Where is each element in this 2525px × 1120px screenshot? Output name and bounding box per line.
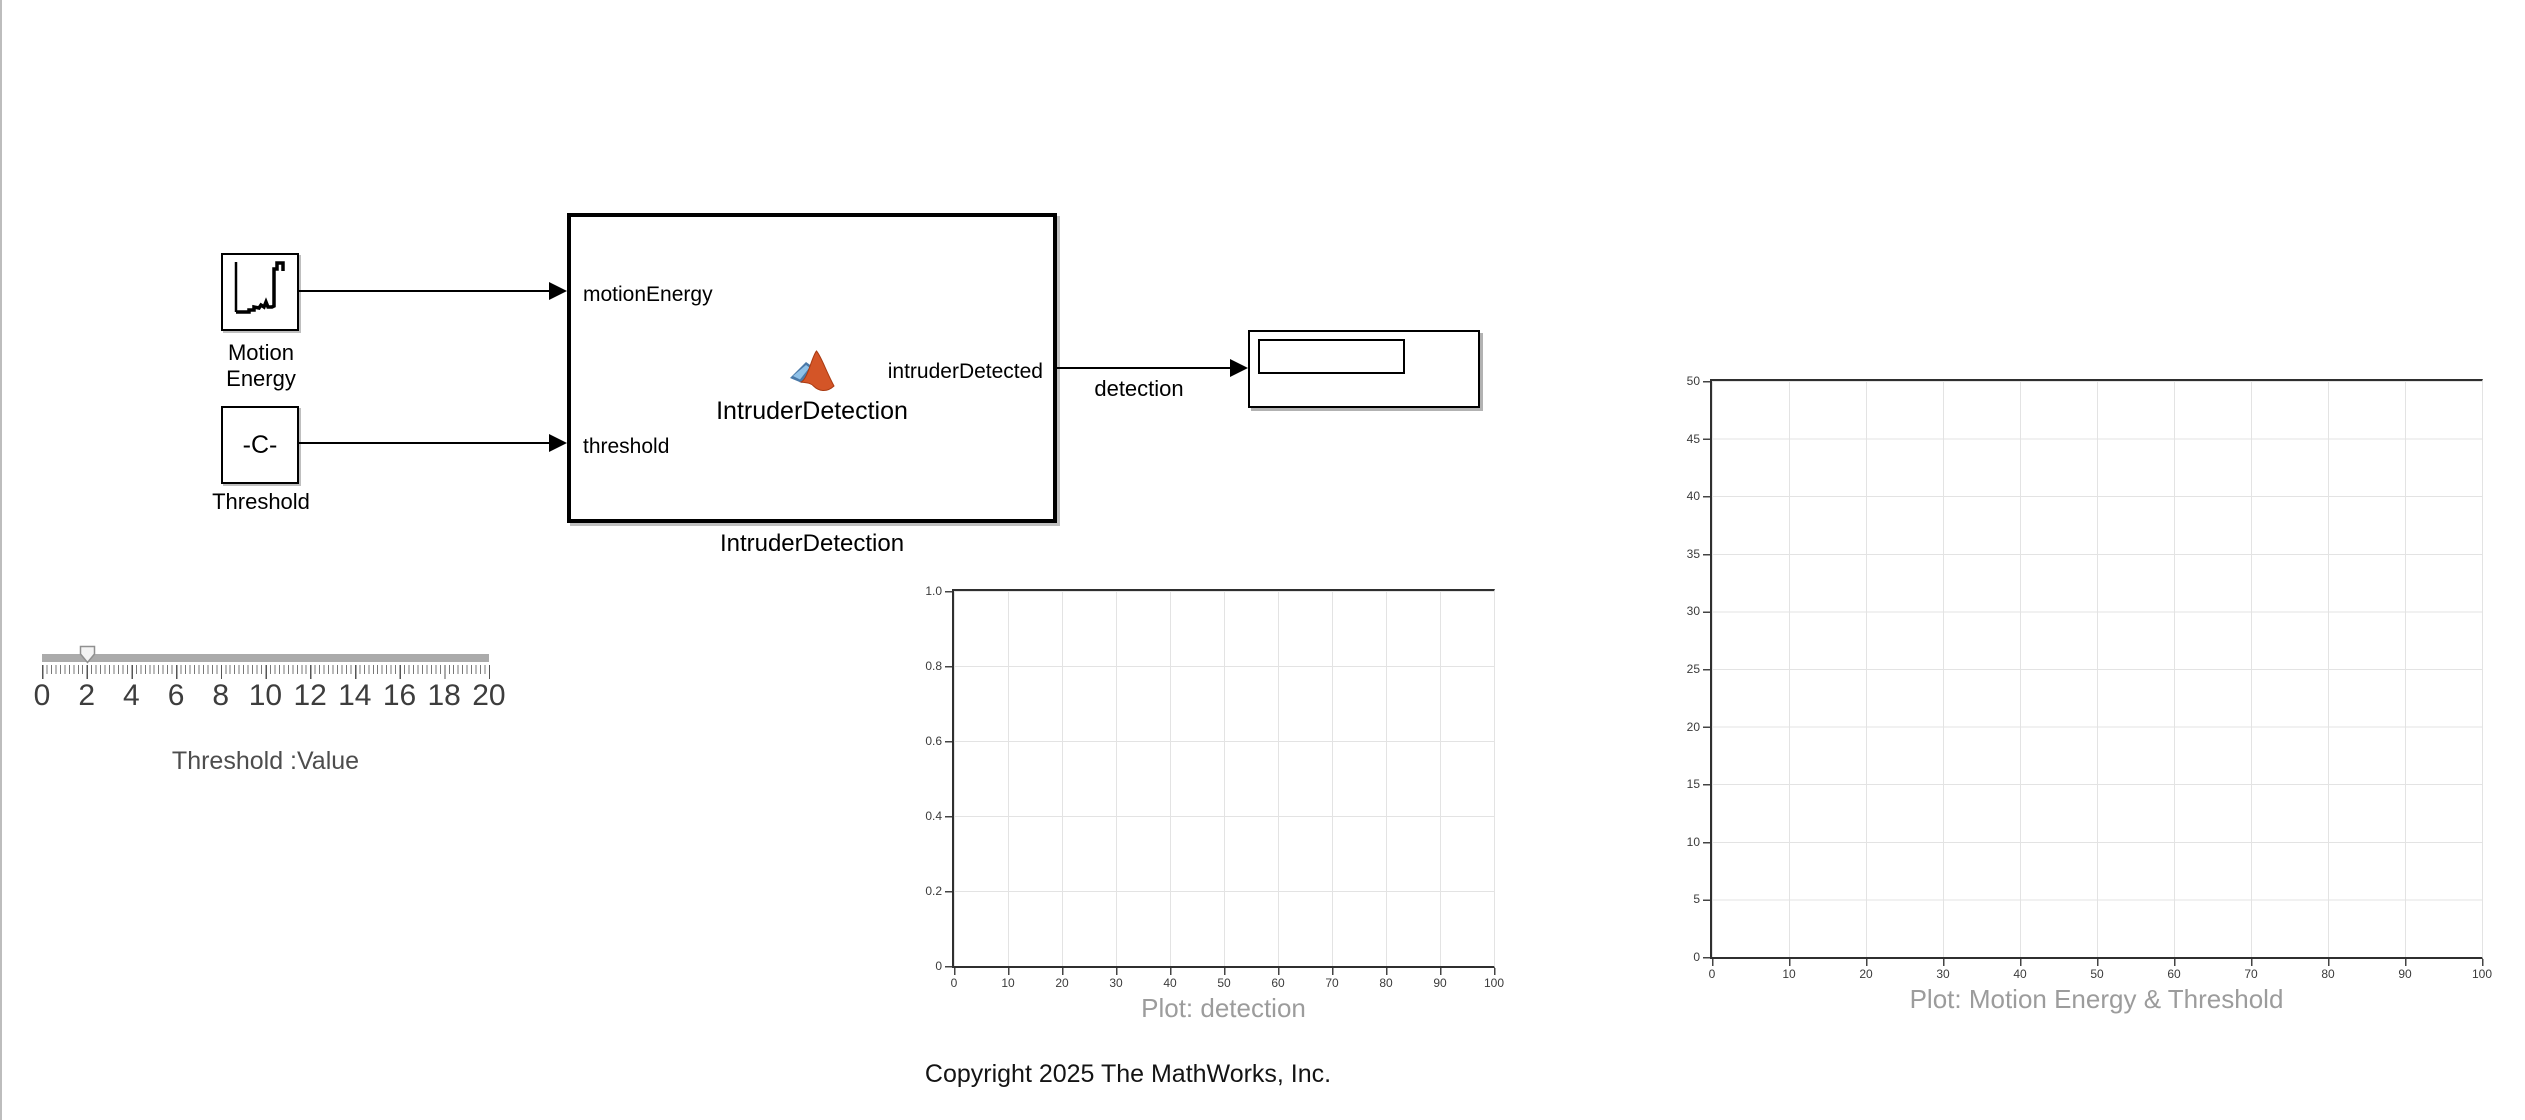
slider-thumb[interactable]	[79, 645, 96, 664]
intruder-detection-block-name[interactable]: IntruderDetection	[719, 530, 905, 557]
function-block-inner-label: IntruderDetection	[716, 397, 908, 425]
constant-value: -C-	[242, 430, 278, 459]
matlab-logo-icon	[790, 350, 835, 391]
intruder-detection-block[interactable]: motionEnergy threshold intruderDetected …	[567, 213, 1057, 523]
input-arrowhead-icon	[549, 282, 567, 300]
plot-motion-energy-xtick-marks	[1712, 959, 2484, 966]
input-arrowhead-icon	[549, 434, 567, 452]
signal-line-detection[interactable]	[1057, 367, 1232, 369]
copyright-annotation: Copyright 2025 The MathWorks, Inc.	[924, 1060, 1332, 1088]
plot-motion-energy-title: Plot: Motion Energy & Threshold	[1909, 984, 2284, 1014]
plot-motion-energy-axes[interactable]	[1710, 379, 2483, 959]
plot-detection-axes[interactable]	[952, 589, 1495, 968]
output-port-label-intruderdetected: intruderDetected	[887, 360, 1043, 383]
motion-energy-block[interactable]	[221, 253, 299, 331]
canvas-left-edge	[0, 0, 2, 1120]
plot-detection-title: Plot: detection	[1141, 993, 1306, 1023]
plot-motion-energy-ytick-marks	[1703, 381, 1710, 959]
block-name-line: Motion	[227, 340, 295, 365]
signal-line-motion-energy[interactable]	[299, 290, 551, 292]
display-block[interactable]	[1248, 330, 1480, 408]
slider-tick-ruler	[42, 665, 490, 679]
signal-waveform-icon	[234, 261, 285, 314]
signal-line-threshold[interactable]	[299, 442, 551, 444]
input-port-label-threshold: threshold	[583, 435, 670, 458]
block-name-line: Energy	[226, 366, 296, 391]
input-port-label-motionenergy: motionEnergy	[583, 283, 713, 306]
threshold-block-name[interactable]: Threshold	[212, 489, 310, 514]
motion-energy-block-name[interactable]: Motion Energy	[186, 340, 336, 392]
plot-detection-ytick-marks	[945, 591, 952, 968]
slider-caption: Threshold :Value	[171, 747, 360, 775]
slider-track[interactable]	[42, 654, 489, 662]
signal-label-detection[interactable]: detection	[1094, 376, 1184, 401]
threshold-constant-block[interactable]: -C-	[221, 406, 299, 484]
display-value-field	[1258, 339, 1405, 374]
plot-detection-xtick-marks	[954, 968, 1496, 975]
input-arrowhead-icon	[1230, 359, 1248, 377]
